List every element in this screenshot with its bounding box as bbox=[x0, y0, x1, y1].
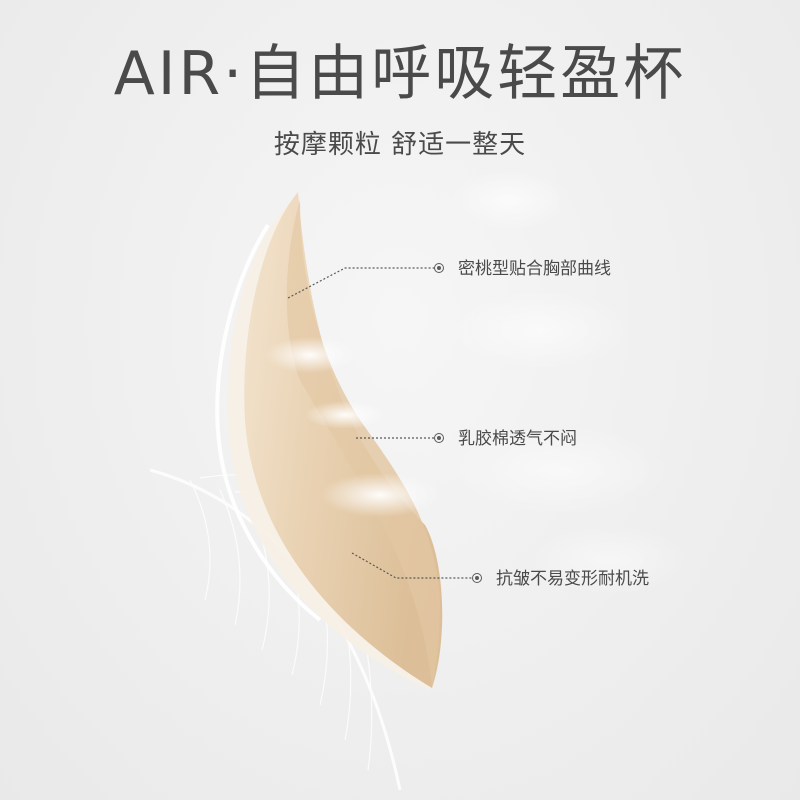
page-title: AIR·自由呼吸轻盈杯 bbox=[113, 39, 687, 109]
callout-marker bbox=[472, 573, 482, 583]
callout-washable: 抗皱不易变形耐机洗 bbox=[496, 569, 649, 589]
leader-line-1 bbox=[287, 267, 440, 299]
callout-breathable: 乳胶棉透气不闷 bbox=[458, 429, 577, 449]
callout-marker bbox=[434, 433, 444, 443]
cloud-effects bbox=[265, 170, 690, 595]
leader-line-3 bbox=[351, 552, 474, 579]
leader-lines bbox=[287, 267, 474, 579]
pad-inner-face bbox=[286, 200, 440, 688]
pad-rim bbox=[215, 223, 322, 622]
callout-marker bbox=[434, 263, 444, 273]
callout-shape-fit: 密桃型贴合胸部曲线 bbox=[458, 259, 611, 279]
page-subtitle: 按摩颗粒 舒适一整天 bbox=[273, 130, 527, 160]
